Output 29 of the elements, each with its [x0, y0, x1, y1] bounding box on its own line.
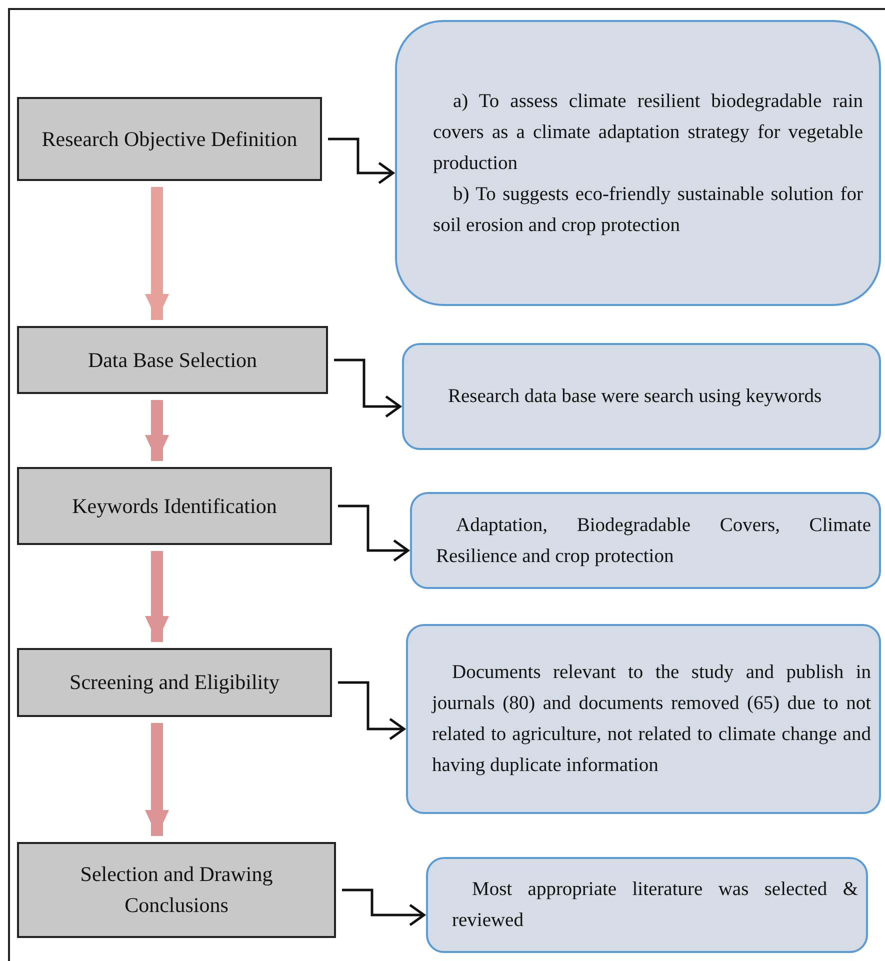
process-box — [17, 326, 328, 394]
step-label: Selection and Drawing Conclusions — [79, 861, 274, 919]
step-label: Keywords Identification — [72, 492, 277, 520]
description-box — [410, 492, 881, 589]
arrow — [328, 138, 394, 184]
arrow — [145, 723, 169, 836]
arrow — [145, 551, 169, 642]
arrow — [342, 888, 426, 926]
process-box — [17, 648, 332, 717]
arrow — [338, 504, 410, 562]
description-text: Documents relevant to the study and publish in journals (80) and documents removed (65) due to not related to agriculture, not related to climate change and having duplicate information — [432, 661, 871, 778]
description-text: Most appropriate literature was selected & reviewed — [452, 878, 858, 933]
description-text: b) To suggests eco-friendly sustainable solution for soil erosion and crop protection — [433, 182, 863, 238]
process-box — [17, 97, 322, 181]
arrow — [338, 681, 406, 740]
arrow — [145, 187, 169, 320]
process-box — [17, 842, 336, 938]
arrow — [334, 358, 402, 418]
step-label: Research Objective Definition — [42, 126, 298, 152]
arrow — [145, 400, 169, 461]
description-box — [406, 624, 881, 814]
description-text: Adaptation, Biodegradable Covers, Climate Resilience and crop protection — [436, 514, 871, 568]
description-box — [426, 857, 868, 953]
step-label: Screening and Eligibility — [70, 669, 280, 696]
description-text: Research data base were search using keywords — [447, 385, 823, 409]
description-box — [395, 20, 881, 306]
process-box — [17, 467, 332, 545]
description-box — [402, 343, 881, 450]
step-label: Data Base Selection — [88, 346, 258, 374]
